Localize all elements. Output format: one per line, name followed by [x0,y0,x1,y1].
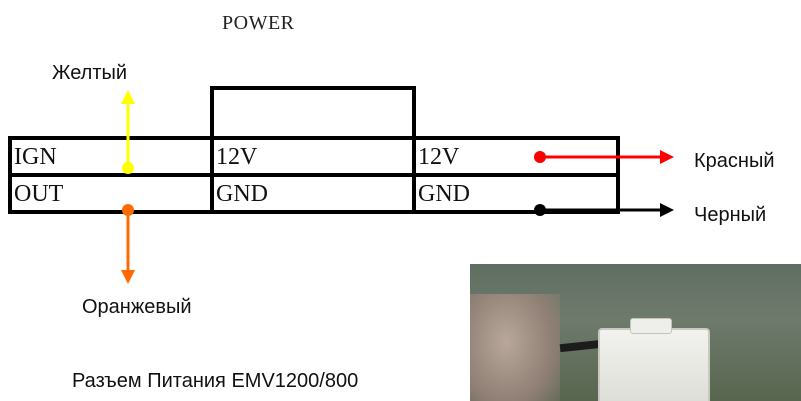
connector-caption: Разъем Питания EMV1200/800 [72,370,359,392]
diagram-title: POWER [222,12,295,34]
cell-12v-right: 12V [418,144,460,170]
photo-connector-latch [630,318,672,334]
cell-ign: IGN [14,144,57,170]
yellow-wire-dot [122,162,134,174]
cell-12v-left: 12V [216,144,258,170]
yellow-wire-label: Желтый [52,62,128,84]
black-arrow-head [660,203,674,217]
cell-gnd-right: GND [418,181,470,207]
orange-wire-label: Оранжевый [82,296,192,318]
connector-top-box [210,86,416,140]
photo-white-connector [598,328,710,401]
red-wire-label: Красный [694,150,775,172]
cell-gnd-left: GND [216,181,268,207]
yellow-arrow-head [121,90,135,104]
red-arrow-head [660,150,674,164]
photo-wire [559,339,603,353]
cell-out: OUT [14,181,64,207]
red-wire-dot [534,151,546,163]
black-wire-label: Черный [694,204,767,226]
connector-photo [470,264,801,401]
orange-wire-dot [122,204,134,216]
black-wire-dot [534,204,546,216]
orange-arrow-head [121,270,135,284]
photo-finger [470,294,560,401]
